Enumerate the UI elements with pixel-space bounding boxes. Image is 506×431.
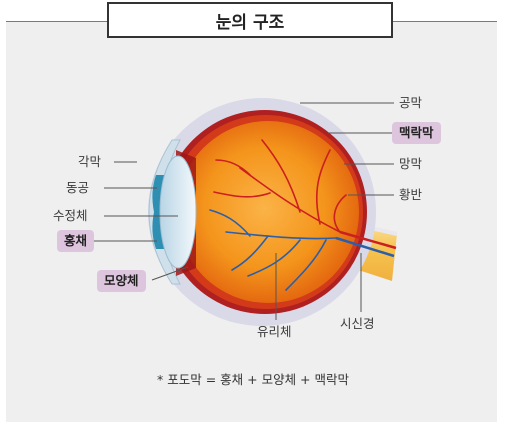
label-macula: 황반 <box>399 187 423 202</box>
central-vein <box>335 236 395 258</box>
retinal-arteries <box>213 139 347 233</box>
label-iris: 홍채 <box>57 230 95 252</box>
label-vitreous: 유리체 <box>257 324 292 339</box>
retinal-veins <box>209 209 337 291</box>
vitreous-body <box>177 121 359 303</box>
label-sclera: 공막 <box>399 95 423 110</box>
label-ciliary-body: 모양체 <box>97 270 146 292</box>
title-rule-left <box>6 21 107 22</box>
label-optic-nerve: 시신경 <box>340 316 375 331</box>
lens-shape <box>159 155 197 269</box>
label-pupil: 동공 <box>66 180 90 195</box>
central-artery <box>339 230 397 250</box>
leader-lines <box>85 102 394 320</box>
title-rule-right <box>393 21 497 22</box>
label-retina: 망막 <box>399 156 423 171</box>
label-cornea: 각막 <box>78 154 102 169</box>
diagram-title: 눈의 구조 <box>107 2 393 38</box>
label-lens: 수정체 <box>53 208 88 223</box>
footnote: * 포도막 = 홍채 + 모양체 + 맥락막 <box>157 372 349 387</box>
label-choroid: 맥락막 <box>392 122 441 144</box>
